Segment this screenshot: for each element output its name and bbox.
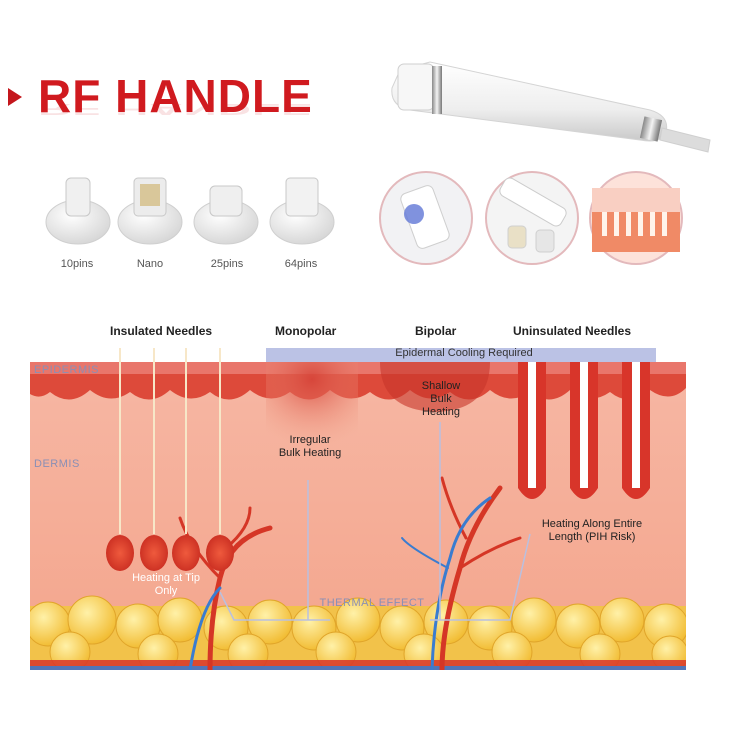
cooling-banner-label: Epidermal Cooling Required — [395, 347, 533, 359]
header-insulated-needles: Insulated Needles — [110, 324, 213, 338]
dermis-label: DERMIS — [34, 458, 80, 470]
heating-along-length-label: Heating Along Entire Length (PIH Risk) — [541, 518, 643, 543]
tip-label-64pins: 64pins — [284, 258, 318, 270]
irregular-bulk-heating-label: Irregular Bulk Heating — [278, 434, 342, 459]
cooling-banner — [266, 348, 656, 362]
play-triangle-icon — [8, 88, 22, 106]
shallow-bulk-heating-label: Shallow Bulk Heating — [421, 380, 461, 418]
needle-tip-heat-zones — [106, 535, 234, 571]
detail-circle-skin — [589, 171, 683, 265]
header-uninsulated-needles: Uninsulated Needles — [513, 324, 632, 338]
bipolar-heat-zone — [380, 362, 490, 412]
thermal-effect-label: THERMAL EFFECT — [319, 597, 425, 609]
skin-cross-section-diagram — [30, 348, 686, 670]
header-monopolar: Monopolar — [275, 324, 337, 338]
tip-10pins — [45, 177, 111, 245]
tip-64pins — [269, 177, 335, 245]
detail-circles — [379, 171, 683, 265]
title-block: RF HANDLE RF HANDLE — [8, 66, 338, 130]
detail-circle-tips — [485, 171, 579, 265]
monopolar-heat-zone — [266, 362, 358, 448]
rf-handle-image — [391, 61, 711, 153]
detail-circle-light — [379, 171, 473, 265]
uninsulated-needle-heat — [518, 362, 650, 499]
tips-illustration — [45, 177, 335, 245]
tip-label-nano: Nano — [136, 258, 164, 270]
tip-label-25pins: 25pins — [210, 258, 244, 270]
header-bipolar: Bipolar — [415, 324, 457, 338]
tip-label-10pins: 10pins — [60, 258, 94, 270]
epidermis-label: EPIDERMIS — [34, 364, 100, 376]
page-title-reflection: RF HANDLE — [38, 100, 313, 119]
tip-25pins — [193, 185, 259, 245]
heating-at-tip-only-label: Heating at Tip Only — [132, 572, 200, 597]
page-title: RF HANDLE — [38, 70, 313, 122]
tip-nano — [117, 177, 183, 245]
